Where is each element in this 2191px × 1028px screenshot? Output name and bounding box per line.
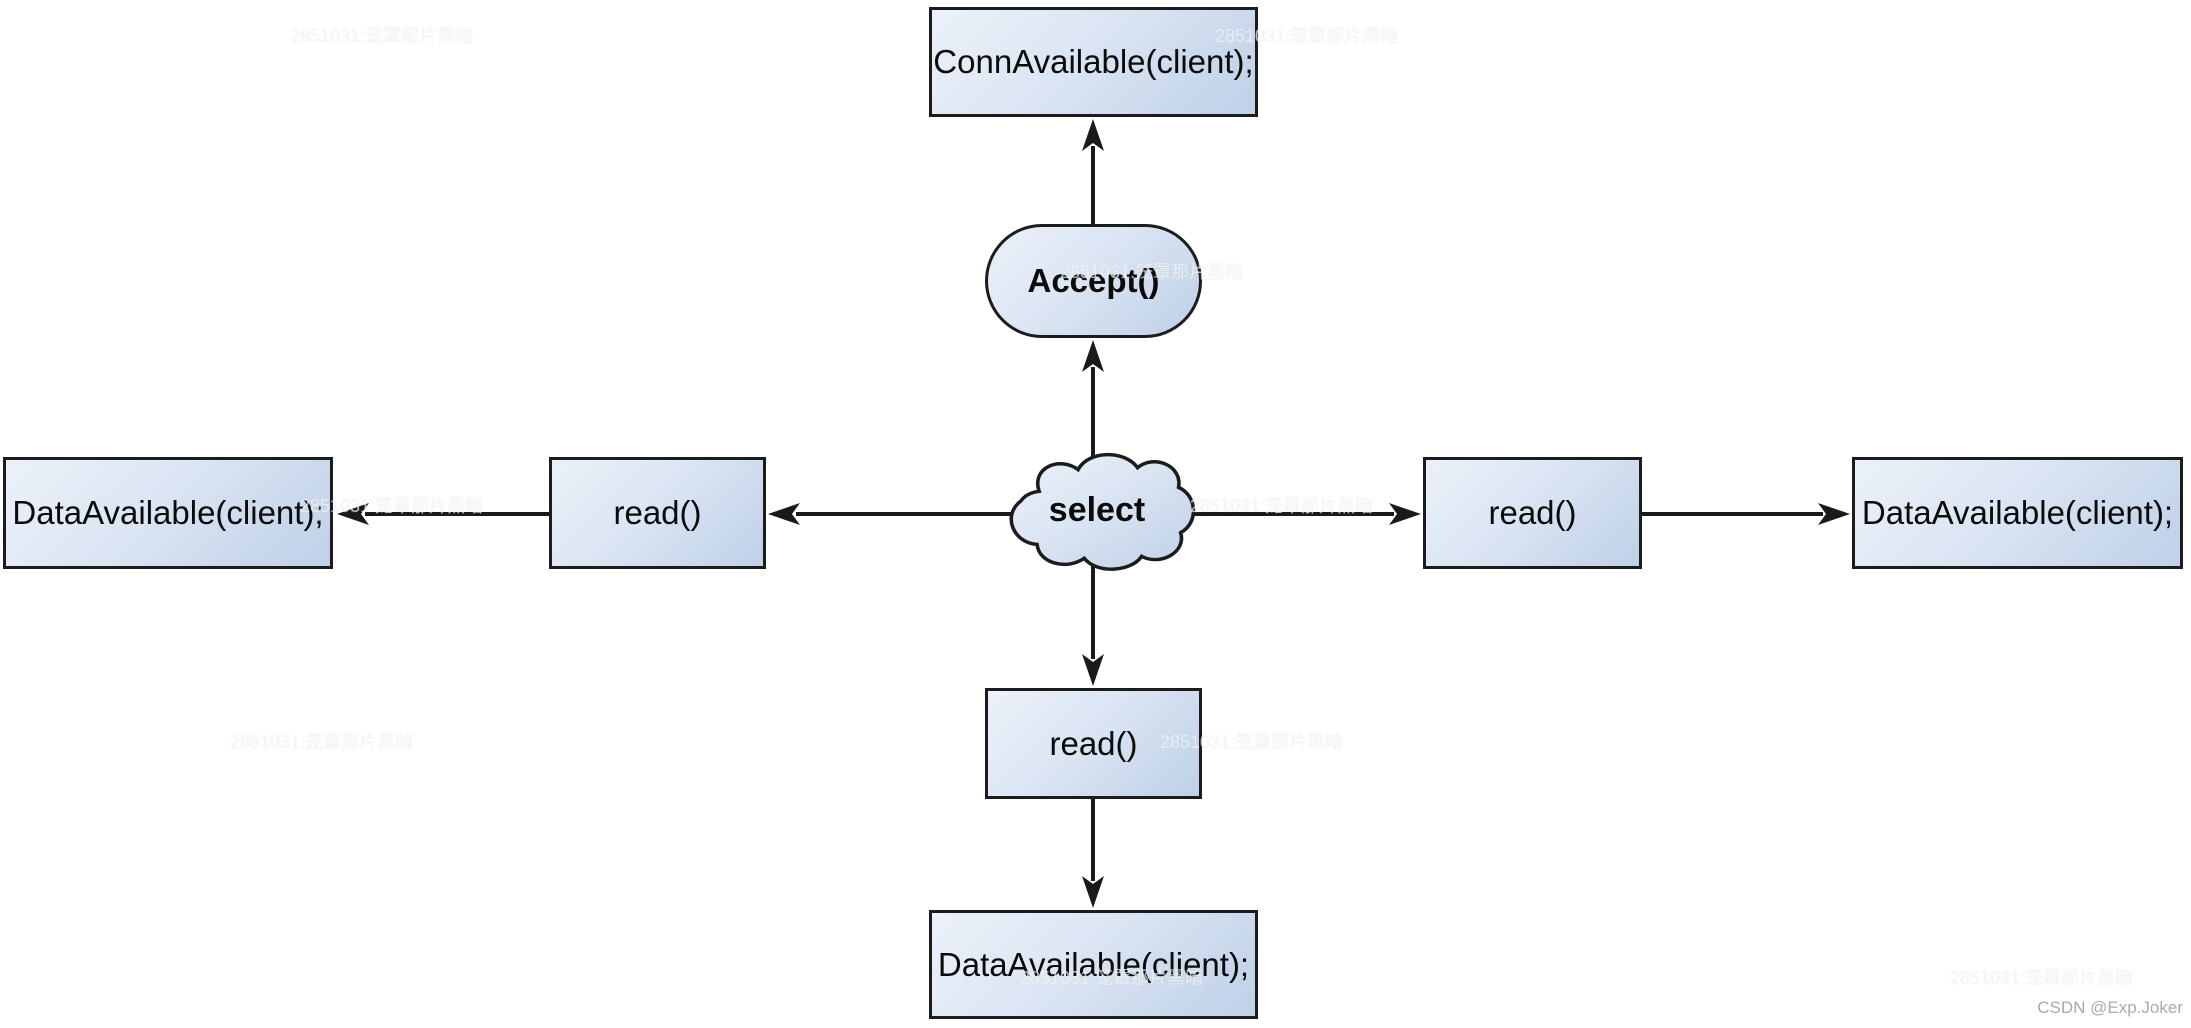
arrowhead-down-icon bbox=[1082, 654, 1104, 686]
node-label: Accept() bbox=[1027, 262, 1160, 299]
arrow-accept-to-connavailable bbox=[1082, 119, 1104, 224]
node-bottom-data-available: DataAvailable(client); bbox=[929, 910, 1258, 1019]
node-label: ConnAvailable(client); bbox=[933, 43, 1254, 80]
arrowhead-up-icon bbox=[1082, 340, 1104, 372]
arrow-left-read-to-dataavailable bbox=[337, 503, 549, 525]
node-right-data-available: DataAvailable(client); bbox=[1852, 457, 2183, 569]
node-right-read: read() bbox=[1423, 457, 1642, 569]
node-label: read() bbox=[1049, 724, 1138, 762]
node-label: read() bbox=[613, 494, 702, 531]
node-label: read() bbox=[1488, 494, 1577, 531]
arrowhead-down-icon bbox=[1082, 876, 1104, 908]
node-left-read: read() bbox=[549, 457, 766, 569]
arrowhead-left-icon bbox=[337, 503, 369, 525]
node-accept: Accept() bbox=[985, 224, 1202, 338]
node-select-label: select bbox=[992, 446, 1202, 574]
arrowhead-right-icon bbox=[1389, 503, 1421, 525]
arrowhead-right-icon bbox=[1818, 503, 1850, 525]
node-conn-available: ConnAvailable(client); bbox=[929, 7, 1258, 117]
node-label: DataAvailable(client); bbox=[12, 494, 324, 531]
select-cloud-shape bbox=[1009, 452, 1196, 571]
arrow-bottom-read-to-dataavailable bbox=[1082, 799, 1104, 908]
arrow-right-read-to-dataavailable bbox=[1642, 503, 1850, 525]
node-label: select bbox=[1048, 490, 1146, 529]
node-label: DataAvailable(client); bbox=[937, 945, 1250, 983]
node-label: DataAvailable(client); bbox=[1861, 494, 2174, 531]
arrowhead-left-icon bbox=[768, 503, 800, 525]
node-left-data-available: DataAvailable(client); bbox=[3, 457, 333, 569]
arrowhead-up-icon bbox=[1082, 119, 1104, 151]
csdn-watermark: CSDN @Exp.Joker bbox=[2037, 998, 2183, 1017]
node-bottom-read: read() bbox=[985, 688, 1202, 799]
